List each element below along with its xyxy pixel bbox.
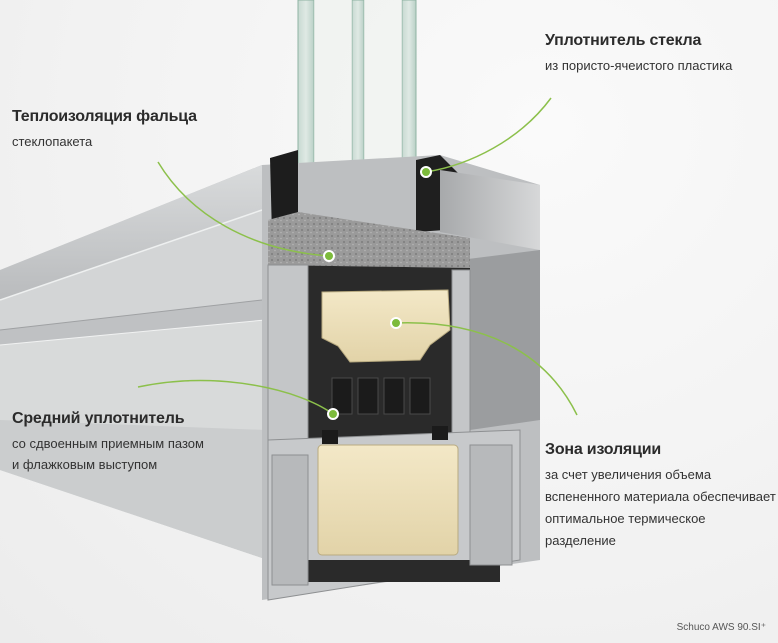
callout-description-line: оптимальное термическое разделение [545,511,706,548]
leader-glass-seal [425,97,552,173]
callout-title: Уплотнитель стекла [545,32,702,49]
callout-description: стеклопакета [12,134,93,149]
leader-rebate-insulation [157,161,330,257]
marker-middle-seal [327,408,339,420]
profile-face [262,150,540,601]
callout-title: Зона изоляции [545,441,661,458]
callout-description-line: со сдвоенным приемным пазом [12,436,204,451]
callout-title: Теплоизоляция фальца [12,108,197,125]
marker-glass-seal [420,166,432,178]
callout-middle-seal: Средний уплотнитель со сдвоенным приемны… [12,409,204,475]
callout-insulation-zone: Зона изоляции за счет увеличения объема … [545,440,778,552]
model-label: Schuco AWS 90.SI⁺ [676,622,766,633]
marker-rebate-insulation [323,250,335,262]
leader-insulation-zone [395,322,578,416]
marker-insulation-zone [390,317,402,329]
leader-middle-seal [137,379,334,415]
callout-description-line: вспененного материала обеспечивает [545,489,776,504]
callout-leaders [137,97,578,416]
callout-description-line: и флажковым выступом [12,457,158,472]
callout-markers [323,166,432,420]
callout-description: за счет увеличения объема вспененного ма… [545,464,778,552]
callout-rebate-insulation: Теплоизоляция фальца стеклопакета [12,107,197,152]
callout-description: со сдвоенным приемным пазом и флажковым … [12,433,204,475]
glazing-unit [297,0,417,221]
frame-extrusion [0,165,268,560]
callout-title: Средний уплотнитель [12,410,185,427]
callout-description: из пористо-ячеистого пластика [545,58,733,73]
callout-description-line: за счет увеличения объема [545,467,712,482]
callout-glass-seal: Уплотнитель стекла из пористо-ячеистого … [545,31,732,76]
